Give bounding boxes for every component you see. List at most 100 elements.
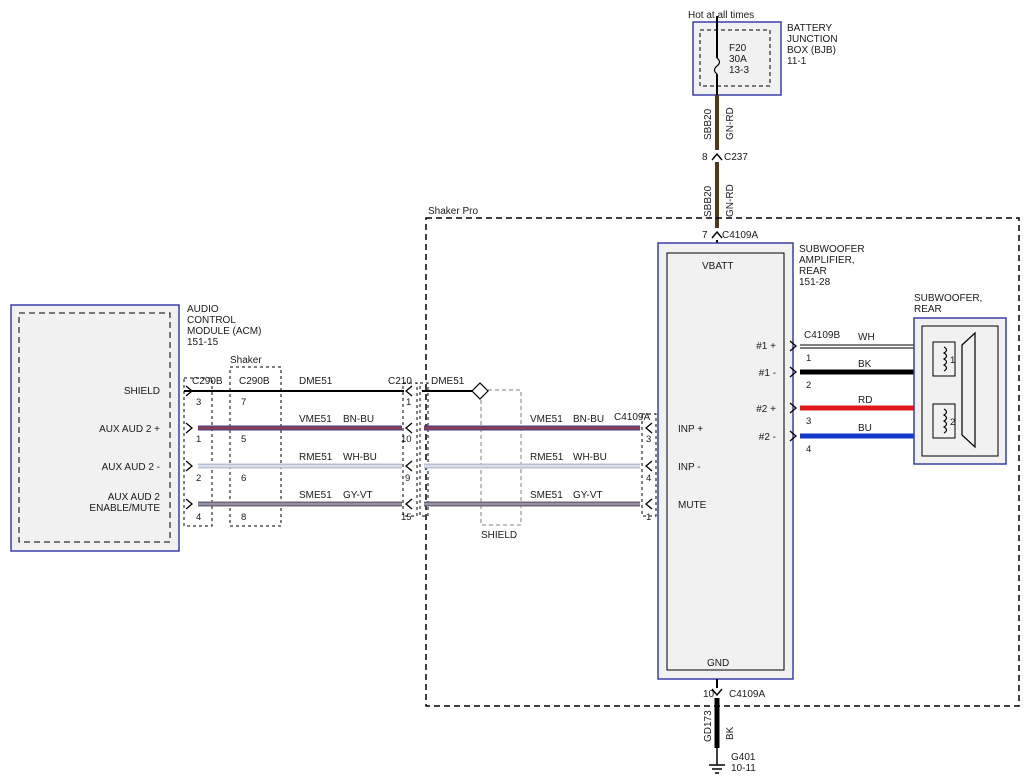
amp-title-3: REAR <box>799 266 827 277</box>
subwoofer-amplifier: SUBWOOFER AMPLIFIER, REAR 151-28 VBATT G… <box>657 242 865 680</box>
speaker-wire-2-pin: 2 <box>806 380 811 391</box>
c290b-left-label: C290B <box>192 376 223 387</box>
c210-pin-10: 10 <box>401 434 412 445</box>
c4109a-input-label: C4109A <box>614 412 650 423</box>
c4109a-vbatt-connector-icon <box>711 230 723 239</box>
shaker-label: Shaker <box>230 355 262 366</box>
voice-coil-2-icon <box>942 408 948 434</box>
c210-label: C210 <box>388 376 412 387</box>
acm-pin-aux-aud-2-plus: AUX AUD 2 + <box>99 424 160 435</box>
c210-pin-9: 9 <box>405 473 410 484</box>
pin-numbers: 3 1 2 4 7 5 6 8 1 10 9 15 3 4 1 <box>196 397 651 523</box>
rme51-wire: RME51 WH-BU RME51 WH-BU <box>198 452 640 469</box>
speaker-cone-icon <box>961 331 976 449</box>
subwoofer-title-1: SUBWOOFER, <box>914 293 982 304</box>
acm-pin-4: 4 <box>196 512 201 523</box>
amp-out2-minus-label: #2 - <box>759 432 776 443</box>
c237-connector-icon <box>711 152 723 161</box>
vme51-wire: VME51 BN-BU VME51 BN-BU <box>198 414 640 431</box>
shield-wire: DME51 DME51 <box>184 376 489 400</box>
hot-at-all-times-label: Hot at all times <box>688 10 754 21</box>
wire-upper-circuit: SBB20 <box>703 108 714 140</box>
shaker-pin-6: 6 <box>241 473 246 484</box>
voice-coil-1-icon <box>942 346 948 372</box>
amp-vbatt-label: VBATT <box>702 261 733 272</box>
ground-connector: C4109A <box>729 689 765 700</box>
coil-1-box <box>932 341 956 377</box>
fuse-icon <box>713 57 721 75</box>
amp-out1-minus-label: #1 - <box>759 368 776 379</box>
shaker-pro-label: Shaker Pro <box>428 206 478 217</box>
c210-connector: C210 <box>388 376 429 517</box>
vme51-right-color: BN-BU <box>573 414 604 425</box>
shaker-pin-8: 8 <box>241 512 246 523</box>
speaker-wire-4-color: BU <box>858 423 872 434</box>
fuse-name: F20 <box>729 43 747 54</box>
speaker-wire-2-color: BK <box>858 359 872 370</box>
subwoofer-rear: SUBWOOFER, REAR 1 2 <box>913 293 1007 465</box>
connector-chevrons <box>185 385 653 510</box>
c4109b-label: C4109B <box>804 330 840 341</box>
wire-lower-circuit: SBB20 <box>703 185 714 217</box>
coil-2-box <box>932 403 956 439</box>
acm-pin-enable-mute: ENABLE/MUTE <box>89 503 160 514</box>
sme51-left-circuit: SME51 <box>299 490 332 501</box>
amp-ref: 151-28 <box>799 277 831 288</box>
acm-pin-3: 3 <box>196 397 201 408</box>
acm-title-2: CONTROL <box>187 315 236 326</box>
acm-title-3: MODULE (ACM) <box>187 326 261 337</box>
shield-label: SHIELD <box>481 530 517 541</box>
vme51-right-circuit: VME51 <box>530 414 563 425</box>
acm-pin-2: 2 <box>196 473 201 484</box>
fuse-ref: 13-3 <box>729 65 749 76</box>
speaker-wire-3-pin: 3 <box>806 416 811 427</box>
sme51-wire: SME51 GY-VT SME51 GY-VT <box>198 490 640 507</box>
amp-title-2: AMPLIFIER, <box>799 255 855 266</box>
amp-mute-label: MUTE <box>678 500 707 511</box>
acm-pin-aux-aud-2-minus: AUX AUD 2 - <box>102 462 160 473</box>
amp-gnd-label: GND <box>707 658 729 669</box>
speaker-connector-chevrons <box>789 340 798 442</box>
amp-inp-minus-label: INP - <box>678 462 701 473</box>
wire-lower-color: GN-RD <box>725 184 736 217</box>
speaker-wire-1-pin: 1 <box>806 353 811 364</box>
fuse-rating: 30A <box>729 54 747 65</box>
vbatt-connector: C4109A <box>722 230 758 241</box>
shield-wire-left-circuit: DME51 <box>299 376 333 387</box>
amp-input-pin-1: 1 <box>646 512 651 523</box>
subwoofer-title-2: REAR <box>914 304 942 315</box>
audio-control-module: AUDIO CONTROL MODULE (ACM) 151-15 SHIELD… <box>10 304 261 552</box>
power-feed-wire: SBB20 GN-RD 8 C237 SBB20 GN-RD 7 C4109A <box>702 95 758 252</box>
coil-2-label: 2 <box>950 417 955 428</box>
bjb-title-3: BOX (BJB) <box>787 45 836 56</box>
wire-upper-color: GN-RD <box>725 107 736 140</box>
sme51-left-color: GY-VT <box>343 490 373 501</box>
amp-input-pin-4: 4 <box>646 473 651 484</box>
shield-wire-right-circuit: DME51 <box>431 376 465 387</box>
ground-connector-icon <box>711 688 723 697</box>
c237-label: C237 <box>724 152 748 163</box>
shaker-pin-7: 7 <box>241 397 246 408</box>
c237-pin: 8 <box>702 152 708 163</box>
acm-pin-shield: SHIELD <box>124 386 160 397</box>
speaker-wire-1-color: WH <box>858 332 875 343</box>
ground-wire-color: BK <box>725 726 736 740</box>
vbatt-pin: 7 <box>702 230 708 241</box>
amp-out1-plus-label: #1 + <box>756 341 776 352</box>
battery-junction-box: Hot at all times F20 30A 13-3 BATTERY JU… <box>688 10 838 96</box>
acm-pin-1: 1 <box>196 434 201 445</box>
rme51-right-circuit: RME51 <box>530 452 564 463</box>
ground-ref: 10-11 <box>731 763 756 774</box>
acm-title-1: AUDIO <box>187 304 219 315</box>
shaker-pin-5: 5 <box>241 434 246 445</box>
sme51-right-color: GY-VT <box>573 490 603 501</box>
ground-pin: 10 <box>703 689 715 700</box>
speaker-wire-4-pin: 4 <box>806 444 811 455</box>
shaker-connector-box: Shaker C290B <box>229 355 282 527</box>
shield-splice-icon <box>471 382 489 400</box>
bjb-title-1: BATTERY <box>787 23 833 34</box>
amp-inp-plus-label: INP + <box>678 424 703 435</box>
acm-ref: 151-15 <box>187 337 219 348</box>
vme51-left-color: BN-BU <box>343 414 374 425</box>
amp-input-pin-3: 3 <box>646 434 651 445</box>
